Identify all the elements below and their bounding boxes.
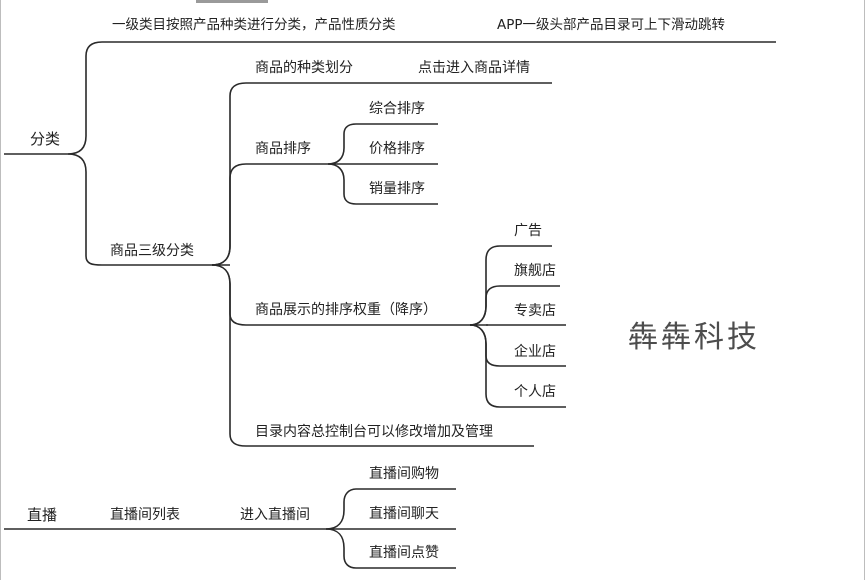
node-gerendian: 个人店 — [514, 384, 556, 400]
edge-sanji-to-mulu — [211, 264, 534, 447]
node-jinru-zhibojian: 进入直播间 — [240, 507, 310, 523]
node-guanggao: 广告 — [514, 223, 542, 239]
edge-jinru-to-dianzan — [325, 528, 456, 569]
node-xiaoliang-paixu: 销量排序 — [369, 181, 425, 197]
node-zhibojian-dianzan: 直播间点赞 — [369, 545, 439, 561]
edge-weight-to-qijiandian — [469, 285, 560, 326]
node-jiage-paixu: 价格排序 — [369, 141, 425, 157]
edge-paixu-to-zonghe — [327, 123, 438, 165]
node-zonghe-paixu: 综合排序 — [369, 101, 425, 117]
edge-jinru-to-gouwu — [325, 488, 456, 530]
node-qijiandian: 旗舰店 — [514, 263, 556, 279]
node-zhibojian-gouwu: 直播间购物 — [369, 466, 439, 482]
node-zhibo: 直播 — [27, 506, 58, 524]
node-sanji-fenlei: 商品三级分类 — [110, 243, 194, 259]
node-mulu-kongzhitai: 目录内容总控制台可以修改增加及管理 — [255, 424, 493, 440]
node-app-toubu: APP一级头部产品目录可上下滑动跳转 — [497, 17, 726, 33]
node-zhuanmaidian: 专卖店 — [514, 303, 556, 319]
node-paixu-quanzhong: 商品展示的排序权重（降序） — [255, 302, 437, 318]
node-shangpin-paixu: 商品排序 — [255, 141, 311, 157]
node-qiyedian: 企业店 — [514, 344, 556, 360]
edge-fenlei-root — [4, 41, 776, 155]
node-zhibojian-liebiao: 直播间列表 — [110, 507, 180, 523]
edge-weight-to-gerendian — [469, 324, 566, 408]
node-fenlei: 分类 — [30, 130, 61, 148]
node-shangpin-xiangqing: 点击进入商品详情 — [418, 60, 530, 76]
top-tab-stub — [196, 0, 268, 3]
node-zhibojian-liaotian: 直播间聊天 — [369, 506, 439, 522]
node-zhonglei-huafen: 商品的种类划分 — [255, 60, 353, 76]
edge-sanji-to-paixu — [211, 163, 344, 266]
node-yiji-leimu: 一级类目按照产品种类进行分类，产品性质分类 — [112, 17, 396, 33]
edge-paixu-to-xiaoliang — [327, 163, 438, 205]
watermark-logo-text: 犇犇科技 — [628, 320, 760, 355]
edge-fenlei-to-sanji — [67, 153, 230, 266]
